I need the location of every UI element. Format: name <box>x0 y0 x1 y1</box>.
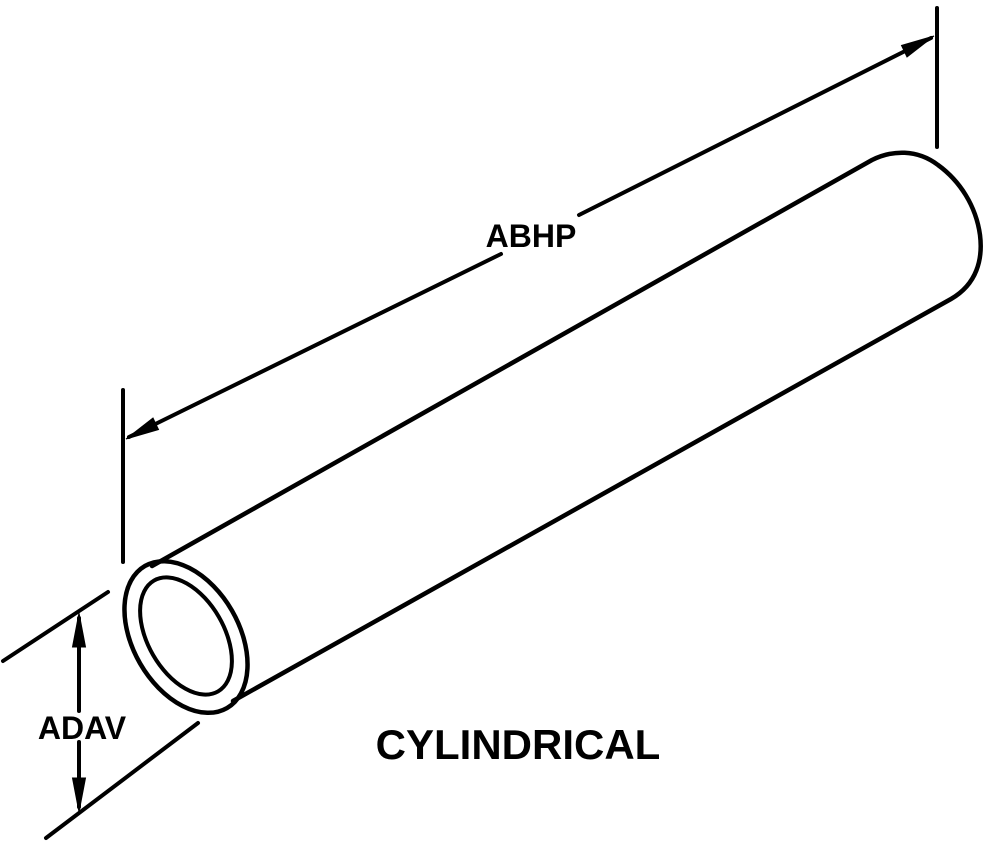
arrowhead-upper-right-icon <box>900 35 935 58</box>
arrowhead-down-icon <box>71 777 87 813</box>
cylinder <box>122 150 983 716</box>
adav-label: ADAV <box>38 710 127 746</box>
cylinder-open-end-outer-rim <box>122 558 250 716</box>
abhp-label: ABHP <box>486 218 577 254</box>
length-dimension-line-upper-segment <box>577 36 933 217</box>
arrowhead-lower-left-icon <box>125 417 160 440</box>
length-dimension: ABHP <box>121 6 939 564</box>
arrowhead-up-icon <box>71 612 87 648</box>
cylinder-open-end-inner-rim <box>138 575 234 697</box>
diameter-extension-line-upper <box>1 590 110 663</box>
cylinder-body-outline <box>149 150 983 704</box>
caption: CYLINDRICAL <box>376 721 661 768</box>
diameter-dimension: ADAV <box>1 590 200 840</box>
diameter-extension-line-lower <box>44 721 200 840</box>
length-dimension-line-lower-segment <box>127 252 503 439</box>
